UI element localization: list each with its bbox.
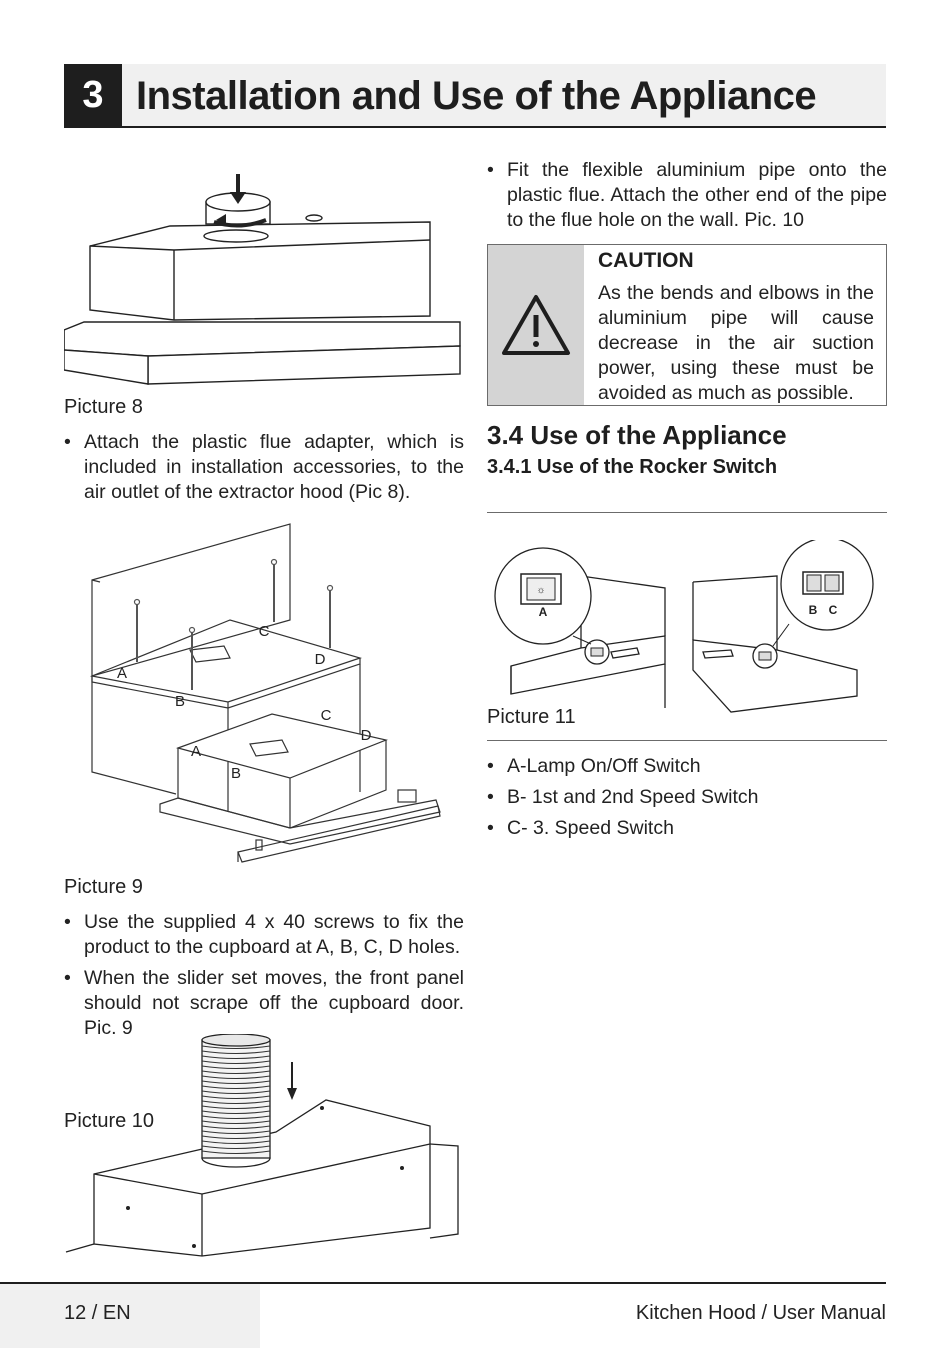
pipe-rib bbox=[201, 1055, 271, 1060]
caution-title: CAUTION bbox=[598, 249, 694, 272]
right-bullet-list-1: Fit the flexible aluminium pipe onto the… bbox=[487, 158, 887, 239]
list-item: B- 1st and 2nd Speed Switch bbox=[487, 785, 887, 810]
pipe-rib bbox=[201, 1050, 271, 1055]
picture-9-caption: Picture 9 bbox=[64, 876, 143, 898]
switch-list: A-Lamp On/Off Switch B- 1st and 2nd Spee… bbox=[487, 754, 887, 847]
divider bbox=[487, 512, 887, 513]
picture-11-label-c: C bbox=[829, 603, 838, 617]
list-item: A-Lamp On/Off Switch bbox=[487, 754, 887, 779]
page-number: 12 / EN bbox=[64, 1302, 131, 1324]
footer-page-panel bbox=[0, 1284, 260, 1348]
caution-box: CAUTION As the bends and elbows in the a… bbox=[487, 244, 887, 406]
picture-8-caption: Picture 8 bbox=[64, 396, 143, 418]
left-bullet-list-1: Attach the plastic flue adapter, which i… bbox=[64, 430, 464, 511]
picture-11-caption: Picture 11 bbox=[487, 706, 576, 728]
list-item: Fit the flexible aluminium pipe onto the… bbox=[487, 158, 887, 233]
svg-text:☼: ☼ bbox=[536, 585, 545, 596]
pipe-rib bbox=[201, 1115, 271, 1120]
pipe-rib bbox=[201, 1090, 271, 1095]
pipe-rib bbox=[201, 1065, 271, 1070]
picture-10-illustration bbox=[65, 1034, 459, 1257]
picture-11-illustration: ☼ A B C bbox=[494, 540, 874, 713]
list-item: Attach the plastic flue adapter, which i… bbox=[64, 430, 464, 505]
warning-triangle-icon bbox=[502, 295, 570, 355]
pipe-rib bbox=[201, 1080, 271, 1085]
pipe-rib bbox=[201, 1105, 271, 1110]
picture-8-illustration bbox=[64, 174, 461, 385]
pipe-rib bbox=[201, 1140, 271, 1145]
pipe-rib bbox=[201, 1125, 271, 1130]
pipe-rib bbox=[201, 1075, 271, 1080]
chapter-title: Installation and Use of the Appliance bbox=[136, 74, 817, 118]
list-item: Use the supplied 4 x 40 screws to fix th… bbox=[64, 910, 464, 960]
document-title: Kitchen Hood / User Manual bbox=[635, 1302, 886, 1324]
chapter-number: 3 bbox=[64, 64, 122, 126]
list-item: C- 3. Speed Switch bbox=[487, 816, 887, 841]
pipe-rib bbox=[201, 1045, 271, 1050]
picture-9-label-c1: C bbox=[259, 623, 270, 640]
pipe-rib bbox=[201, 1110, 271, 1115]
picture-9-illustration: A B C D A B C D bbox=[89, 523, 441, 863]
left-bullet-list-2: Use the supplied 4 x 40 screws to fix th… bbox=[64, 910, 464, 1047]
pipe-rib bbox=[201, 1100, 271, 1105]
pipe-rib bbox=[201, 1135, 271, 1140]
picture-11-label-b: B bbox=[809, 603, 818, 617]
pipe-rib bbox=[201, 1070, 271, 1075]
chapter-header: 3 Installation and Use of the Appliance bbox=[64, 64, 886, 128]
pipe-rib bbox=[201, 1120, 271, 1125]
divider bbox=[487, 740, 887, 741]
picture-9-label-a1: A bbox=[117, 665, 127, 682]
pipe-rib bbox=[201, 1130, 271, 1135]
picture-9-label-b2: B bbox=[231, 765, 241, 782]
picture-9-label-c2: C bbox=[321, 707, 332, 724]
list-item: When the slider set moves, the front pan… bbox=[64, 966, 464, 1041]
caution-icon-panel bbox=[488, 245, 584, 405]
footer-rule bbox=[0, 1282, 886, 1284]
picture-9-label-d1: D bbox=[315, 651, 326, 668]
caution-text: As the bends and elbows in the aluminium… bbox=[598, 282, 874, 404]
pipe-rib bbox=[201, 1150, 271, 1155]
picture-10-caption: Picture 10 bbox=[64, 1110, 155, 1132]
pipe-rib bbox=[201, 1085, 271, 1090]
picture-9-label-a2: A bbox=[191, 743, 201, 760]
subsection-title: 3.4.1 Use of the Rocker Switch bbox=[487, 456, 778, 478]
picture-9-label-d2: D bbox=[361, 727, 372, 744]
picture-11-label-a: A bbox=[539, 605, 548, 619]
pipe-rib bbox=[201, 1095, 271, 1100]
pipe-rib bbox=[201, 1060, 271, 1065]
section-title: 3.4 Use of the Appliance bbox=[487, 420, 787, 450]
picture-9-label-b1: B bbox=[175, 693, 185, 710]
pipe-rib bbox=[201, 1145, 271, 1150]
